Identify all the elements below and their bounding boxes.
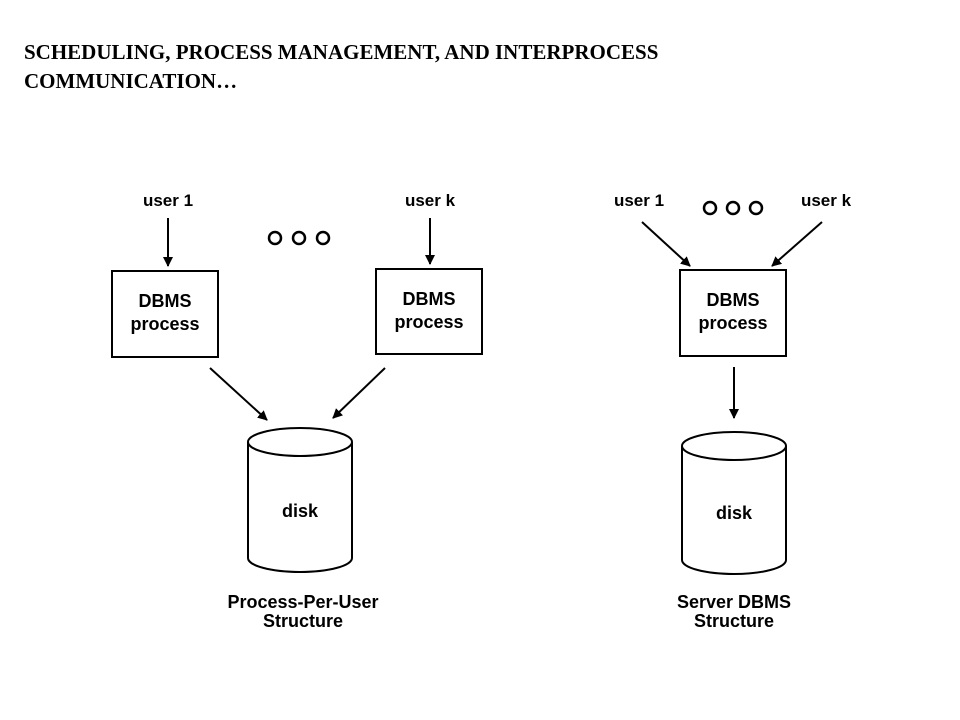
ellipsis-dot: [725, 200, 741, 216]
ellipsis-dot: [267, 230, 283, 246]
right-caption-line-2: Structure: [694, 611, 774, 631]
ellipsis-dot: [748, 200, 764, 216]
right-disk-cylinder: disk: [681, 431, 787, 575]
left-ellipsis-dots: [267, 230, 331, 246]
left-box-1-to-disk-arrow: [209, 367, 268, 421]
right-ellipsis-dots: [702, 200, 764, 216]
right-user-1-label: user 1: [614, 191, 664, 210]
box-label-line-1: DBMS: [707, 290, 760, 310]
slide-title-line-1: SCHEDULING, PROCESS MANAGEMENT, AND INTE…: [24, 40, 659, 64]
slide-title-line-2: COMMUNICATION…: [24, 69, 238, 93]
slide-title: SCHEDULING, PROCESS MANAGEMENT, AND INTE…: [24, 38, 924, 96]
ellipsis-dot: [315, 230, 331, 246]
box-label-line-2: process: [130, 314, 199, 334]
ellipsis-dot: [702, 200, 718, 216]
right-caption-line-1: Server DBMS: [677, 592, 791, 612]
left-disk-label: disk: [282, 501, 319, 521]
box-label-line-1: DBMS: [139, 291, 192, 311]
right-user-1-arrow: [641, 221, 691, 267]
left-user-k-label: user k: [405, 191, 456, 210]
left-dbms-process-box-k: DBMS process: [375, 268, 483, 355]
left-box-k-to-disk-arrow: [332, 367, 386, 419]
right-dbms-process-box: DBMS process: [679, 269, 787, 357]
ellipsis-dot: [291, 230, 307, 246]
left-user-1-label: user 1: [143, 191, 193, 210]
left-caption-line-1: Process-Per-User: [227, 592, 378, 612]
box-label-line-2: process: [698, 313, 767, 333]
server-dbms-diagram: user 1 user k DBMS process disk Server D…: [614, 191, 852, 631]
box-label-line-1: DBMS: [403, 289, 456, 309]
left-caption-line-2: Structure: [263, 611, 343, 631]
left-dbms-process-box-1: DBMS process: [111, 270, 219, 358]
box-label-line-2: process: [394, 312, 463, 332]
left-disk-cylinder: disk: [247, 427, 353, 573]
right-user-k-arrow: [771, 221, 823, 267]
process-per-user-diagram: user 1 user k DBMS process DBMS process …: [111, 191, 483, 631]
right-user-k-label: user k: [801, 191, 852, 210]
right-disk-label: disk: [716, 503, 753, 523]
